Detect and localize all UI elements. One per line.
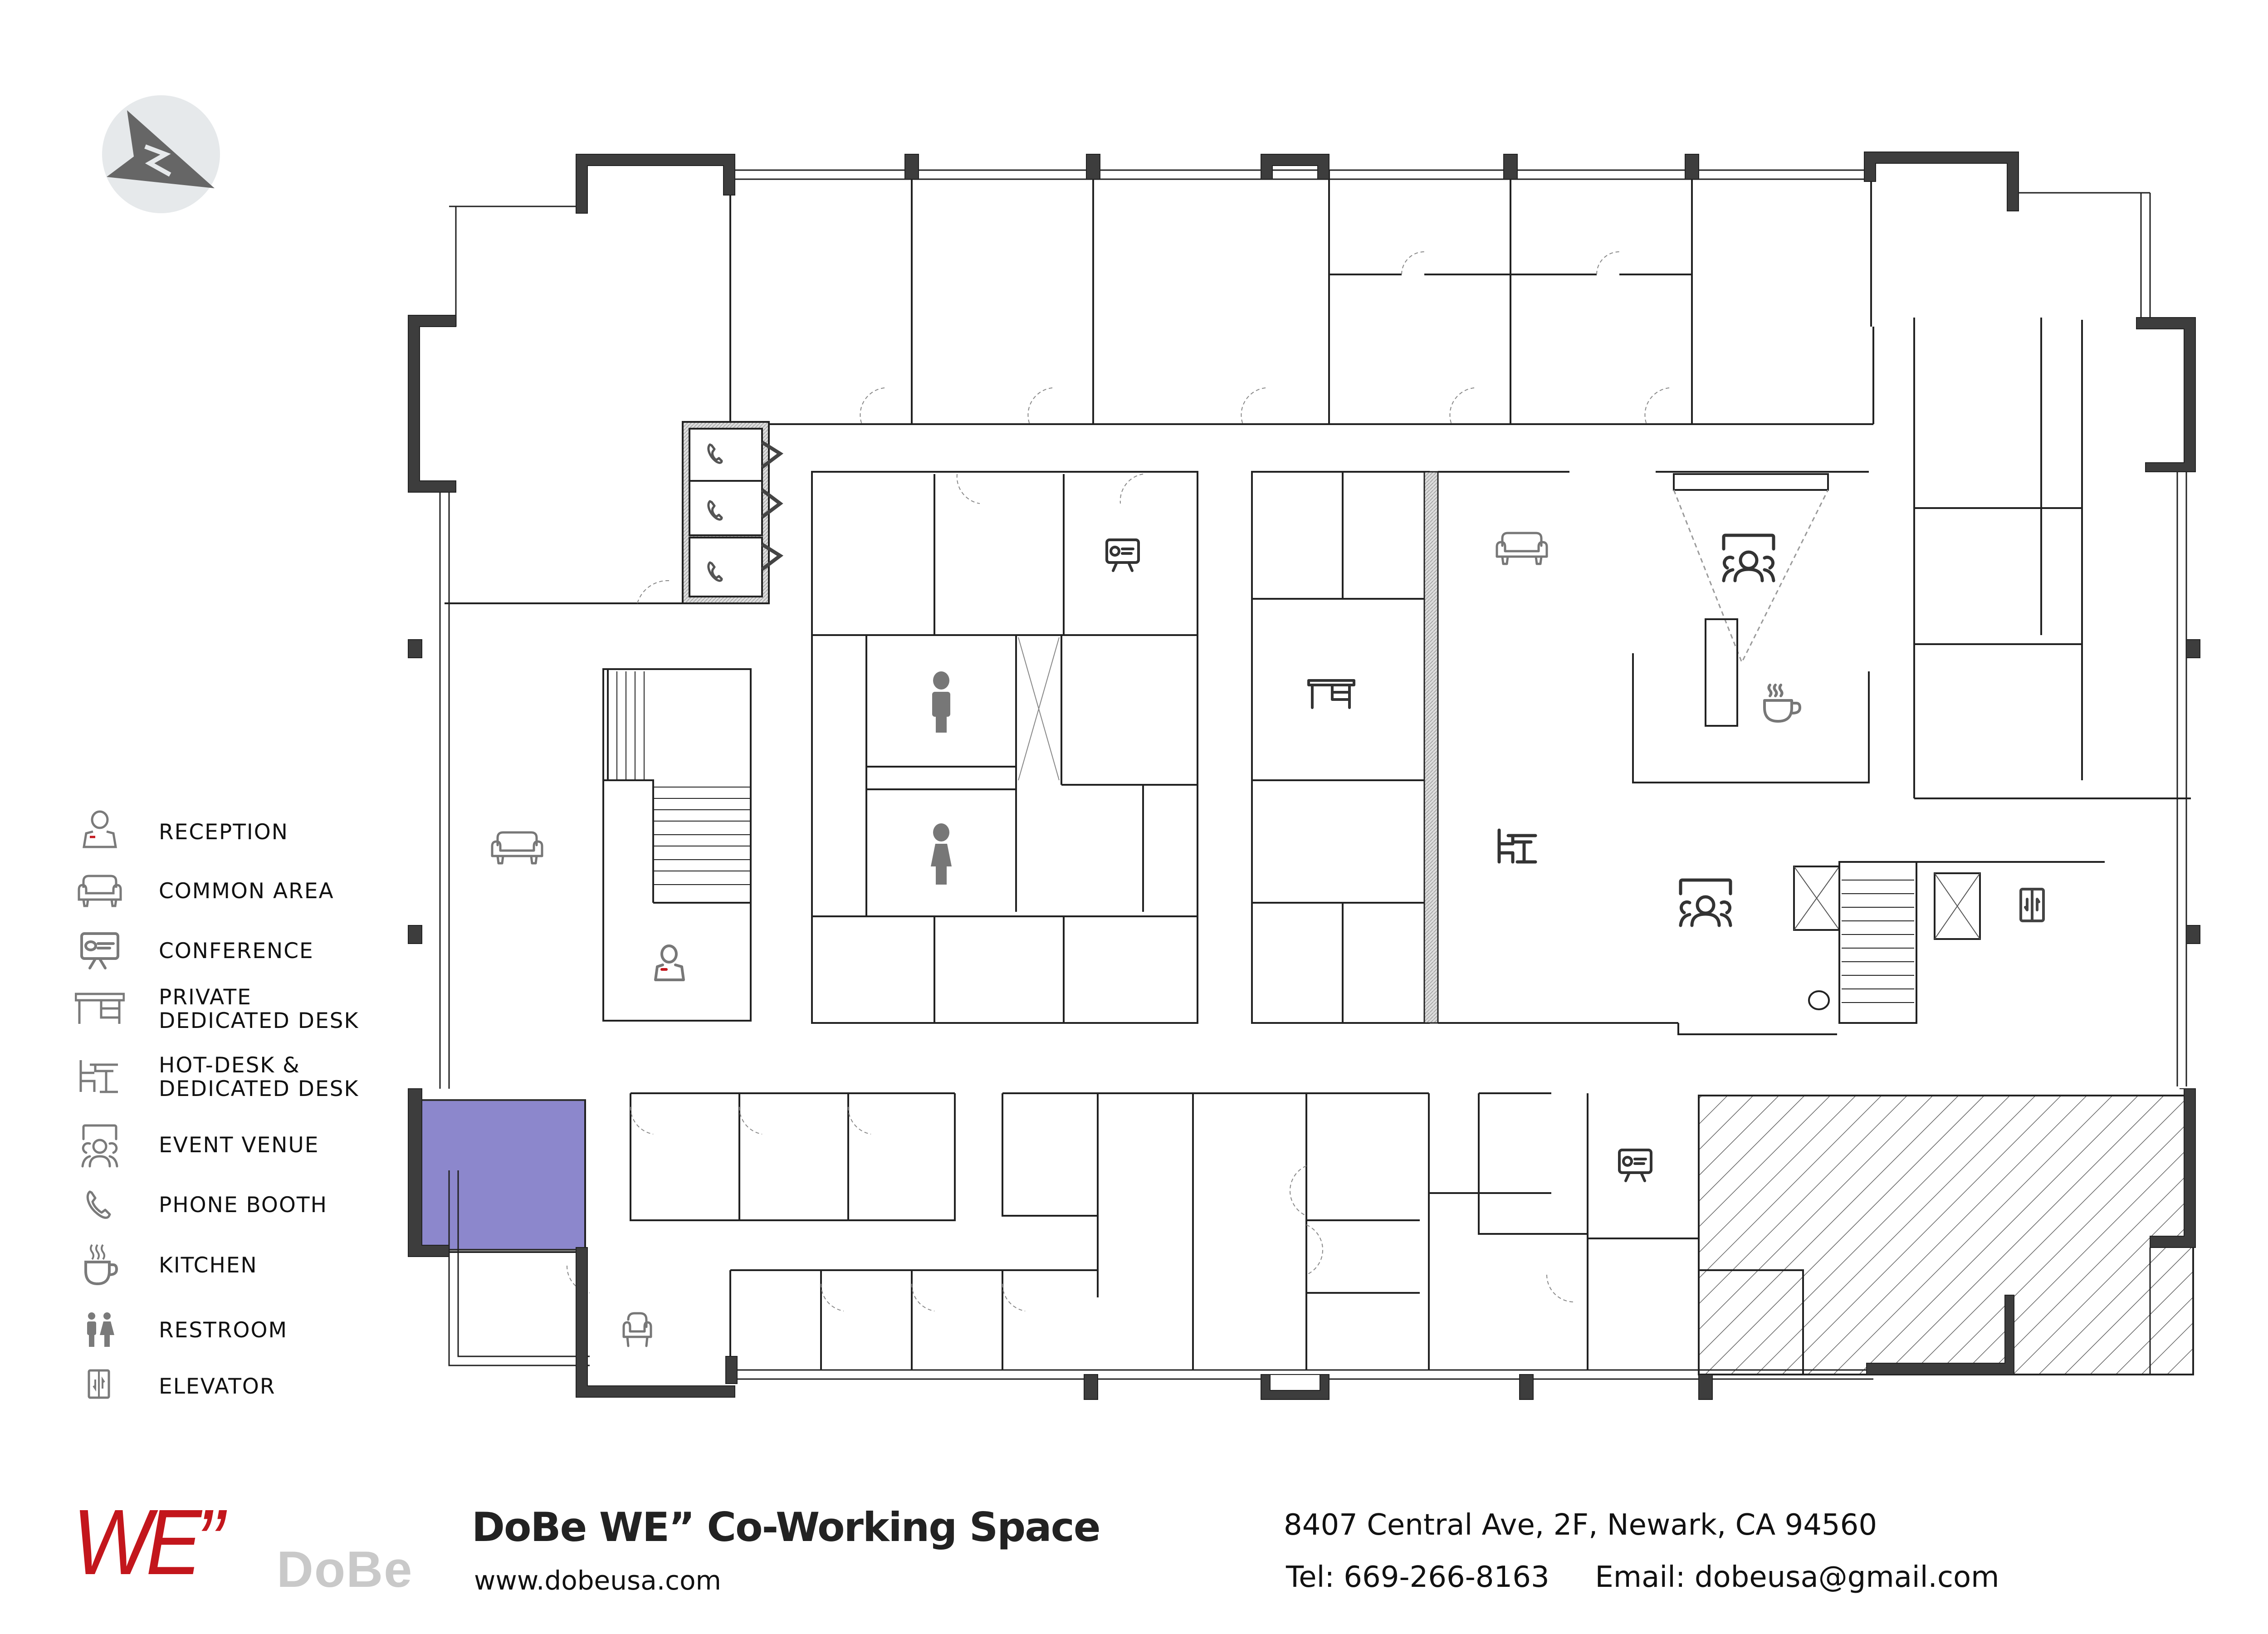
address: 8407 Central Ave, 2F, Newark, CA 94560 [1284, 1508, 1877, 1542]
brand-logo: WE” DoBe [73, 1496, 417, 1598]
common-area-sofa-icon [73, 866, 127, 916]
phone-icon [707, 561, 723, 582]
restroom-icon [73, 1306, 127, 1355]
restroom-icons [931, 671, 952, 885]
logo-we: WE” [73, 1490, 224, 1594]
phone-icon [707, 443, 723, 464]
armchair-icon [622, 1312, 652, 1347]
elevator-icon [73, 1362, 127, 1412]
legend-item-event-venue: EVENT VENUE [73, 1120, 399, 1170]
conference-icon [1618, 1149, 1652, 1182]
legend-item-conference: CONFERENCE [73, 926, 399, 976]
conference-presentation-icon [73, 926, 127, 976]
sofa-icon [491, 831, 543, 865]
hatched-area [1698, 1095, 2194, 1375]
sofa-icon [1496, 532, 1548, 565]
legend-item-common-area: COMMON AREA [73, 866, 399, 916]
reception-icon [654, 944, 685, 981]
north-arrow-icon [102, 95, 220, 213]
compass: N [100, 93, 222, 215]
hot-desk-icon [1497, 828, 1537, 864]
email-label: Email: [1595, 1561, 1686, 1594]
event-venue-icon [73, 1120, 127, 1170]
phone-icon [73, 1180, 127, 1230]
legend-item-phone-booth: PHONE BOOTH [73, 1180, 399, 1230]
contact-line: Tel: 669-266-8163 Email: dobeusa@gmail.c… [1286, 1561, 1999, 1594]
highlighted-room [416, 1099, 586, 1251]
legend-item-kitchen: KITCHEN [73, 1241, 399, 1291]
tel-number[interactable]: 669-266-8163 [1344, 1561, 1549, 1594]
legend-item-elevator: ELEVATOR [73, 1362, 399, 1412]
elevator-icon [2019, 888, 2045, 922]
legend-item-hot-desk: HOT-DESK &DEDICATED DESK [73, 1052, 399, 1102]
coffee-cup-icon [1763, 684, 1801, 723]
tel-label: Tel: [1286, 1561, 1334, 1594]
private-desk-icon [73, 984, 127, 1034]
phone-icon [707, 500, 723, 521]
legend-item-reception: RECEPTION [73, 807, 399, 857]
reception-icon [73, 807, 127, 857]
logo-dobe: DoBe [277, 1541, 413, 1598]
email-address[interactable]: dobeusa@gmail.com [1694, 1561, 1999, 1594]
legend-item-restroom: RESTROOM [73, 1306, 399, 1355]
event-venue-icon [1722, 533, 1775, 582]
website-link[interactable]: www.dobeusa.com [474, 1565, 722, 1596]
hot-desk-icon [73, 1052, 127, 1102]
event-venue-icon [1679, 878, 1732, 927]
conference-icon [1105, 538, 1140, 572]
desk-icon [1307, 679, 1355, 709]
page-title: DoBe WE” Co-Working Space [472, 1504, 1101, 1551]
coffee-cup-icon [73, 1241, 127, 1291]
